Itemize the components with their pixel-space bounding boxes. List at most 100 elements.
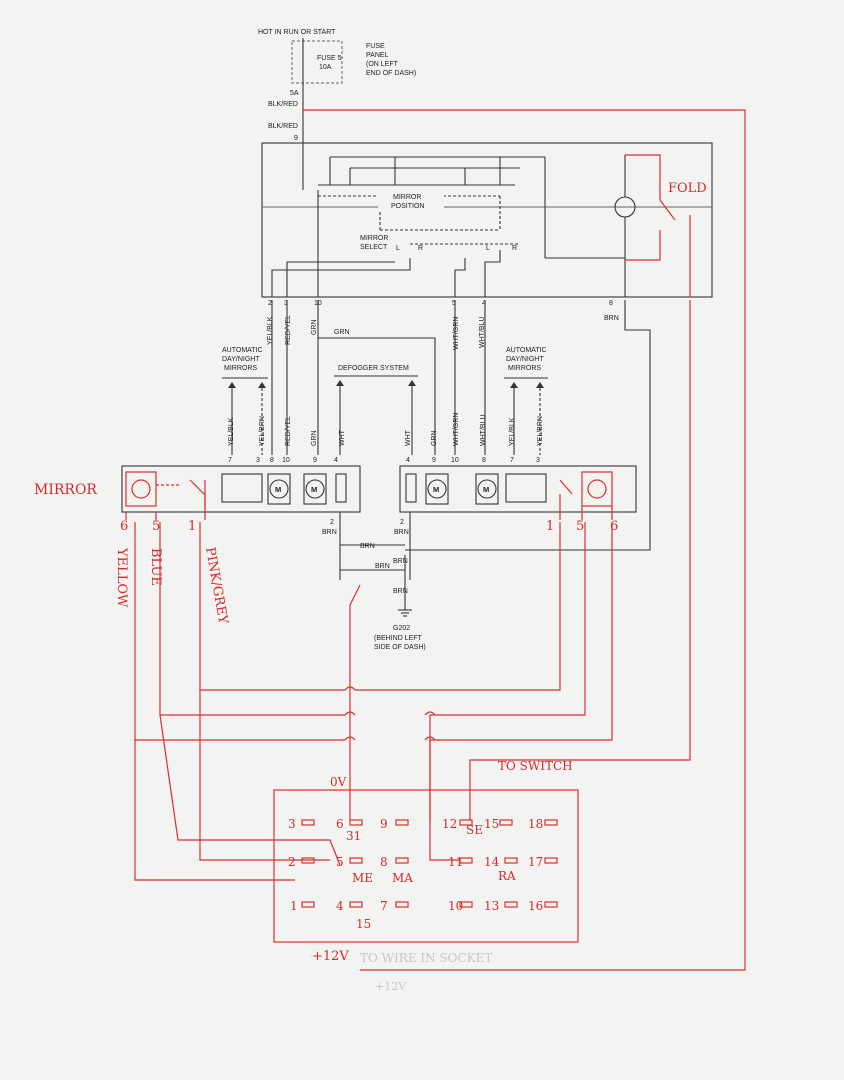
conn-10: 10 xyxy=(448,899,463,913)
rm-ground-pin: 2 xyxy=(400,519,404,526)
lm-pin-10: 10 xyxy=(282,457,290,464)
hw-yellow: YELLOW xyxy=(114,547,129,608)
connector-row-1: 3 6 9 12 15 18 xyxy=(288,817,543,831)
conn-17: 17 xyxy=(528,855,543,869)
rm-pin-4: 4 xyxy=(406,457,410,464)
tag-ma: MA xyxy=(392,871,413,885)
rm-pin-9: 9 xyxy=(432,457,436,464)
hw-right-pin-5: 5 xyxy=(576,519,584,534)
rm-wire-whtblu: WHT/BLU xyxy=(480,415,487,447)
rm-fold-box xyxy=(581,471,613,507)
ground-loc-1: (BEHIND LEFT xyxy=(374,635,423,642)
left-mirror-housing xyxy=(121,465,361,513)
hot-label: HOT IN RUN OR START xyxy=(258,29,336,36)
conn-18: 18 xyxy=(528,817,543,831)
hw-left-pin-1: 1 xyxy=(188,519,196,534)
wire-yelblk: YEL/BLK xyxy=(267,316,274,345)
conn-9: 9 xyxy=(380,817,388,831)
defogger: DEFOGGER SYSTEM xyxy=(334,365,418,455)
mirror-position-2: POSITION xyxy=(391,203,424,210)
lm-motor-2-label: M xyxy=(311,485,317,494)
pin-9: 9 xyxy=(294,135,298,142)
lm-pin-3: 3 xyxy=(256,457,260,464)
rm-dimmer-module xyxy=(505,473,547,503)
lm-wire-wht: WHT xyxy=(339,429,346,446)
handwritten-wiring: MIRROR 6 5 1 1 5 6 YELLOW BLUE PINK/GREY… xyxy=(34,109,746,993)
connector-outline xyxy=(273,789,579,943)
auto-dimming-right: AUTOMATIC DAY/NIGHT MIRRORS xyxy=(504,347,548,455)
lm-motor-1-icon xyxy=(269,479,289,499)
rm-pin-3: 3 xyxy=(536,457,540,464)
tag-15: 15 xyxy=(356,917,371,931)
rm-pin-10: 10 xyxy=(451,457,459,464)
connector-row-2: 2 5 8 11 14 17 xyxy=(288,855,543,869)
fuse-label: FUSE 5 xyxy=(317,55,342,62)
defogger-label: DEFOGGER SYSTEM xyxy=(338,365,409,372)
pos-r: R xyxy=(418,245,423,252)
gnd-brn-1: BRN xyxy=(360,543,375,550)
tag-me: ME xyxy=(352,871,373,885)
fuse-panel-4: END OF DASH) xyxy=(366,70,416,77)
conn-11: 11 xyxy=(448,855,463,869)
rm-heater xyxy=(405,473,417,503)
rm-motor-1-label: M xyxy=(433,485,439,494)
auto-dimming-left: AUTOMATIC DAY/NIGHT MIRRORS xyxy=(222,347,268,455)
connector-slots xyxy=(301,819,558,908)
lm-ground-wire: BRN xyxy=(322,529,337,536)
gnd-brn-4: BRN xyxy=(393,588,408,595)
ground-loc-2: SIDE OF DASH) xyxy=(374,644,426,651)
pos-l: L xyxy=(396,245,400,252)
mirror-switch: MIRROR POSITION MIRROR SELECT L R L R 2 … xyxy=(261,142,713,322)
conn-4: 4 xyxy=(336,899,344,913)
fuse-box xyxy=(291,40,343,84)
hw-right-pin-1: 1 xyxy=(546,519,554,534)
fold-switch: FOLD xyxy=(625,154,707,297)
tag-ra: RA xyxy=(498,869,516,883)
right-mirror-housing xyxy=(399,465,637,513)
ground-network: BRN BRN BRN BRN G202 (BEHIND LEFT SIDE O… xyxy=(340,543,426,651)
lm-wire-grn: GRN xyxy=(311,430,318,446)
rm-wire-whtgrn: WHT/GRN xyxy=(453,413,460,446)
hw-right-pin-6: 6 xyxy=(610,519,618,534)
hw-illegible: TO WIRE IN SOCKET xyxy=(360,951,492,965)
mirror-select-1: MIRROR xyxy=(360,235,388,242)
wire-grn: GRN xyxy=(311,319,318,335)
rm-motor-2-label: M xyxy=(483,485,489,494)
tag-se: SE xyxy=(466,823,483,837)
fuse-panel-2: PANEL xyxy=(366,52,389,59)
fuse-panel-3: (ON LEFT xyxy=(366,61,399,68)
auto-left-1: AUTOMATIC xyxy=(222,347,263,354)
pos-l2: L xyxy=(486,245,490,252)
rm-wire-yelblk: YEL/BLK xyxy=(509,417,516,446)
rm-wire-grn: GRN xyxy=(431,430,438,446)
wire-blkred-2: BLK/RED xyxy=(268,123,298,130)
pos-r2: R xyxy=(512,245,517,252)
fuse-amp: 10A xyxy=(319,64,332,71)
lm-pin-4: 4 xyxy=(334,457,338,464)
tag-31: 31 xyxy=(346,829,361,843)
fold-label: FOLD xyxy=(668,181,707,196)
wire-whtgrn: WHT/GRN xyxy=(453,317,460,350)
conn-1: 1 xyxy=(290,899,298,913)
ground-name: G202 xyxy=(393,625,410,632)
rm-motor-1-icon xyxy=(427,479,447,499)
hw-mirror: MIRROR xyxy=(34,482,97,498)
sw-pin-2: 2 xyxy=(268,300,272,307)
conn-13: 13 xyxy=(484,899,499,913)
auto-right-2: DAY/NIGHT xyxy=(506,356,544,363)
lm-fold-box xyxy=(125,471,157,507)
conn-7: 7 xyxy=(380,899,388,913)
rm-pin-8: 8 xyxy=(482,457,486,464)
auto-right-3: MIRRORS xyxy=(508,365,541,372)
conn-6: 6 xyxy=(336,817,344,831)
conn-12: 12 xyxy=(442,817,457,831)
left-mirror: YEL/BLK YEL/BRN RED/YEL GRN WHT 7 3 8 10… xyxy=(121,416,361,580)
conn-15: 15 xyxy=(484,817,499,831)
rm-wire-yelbrn: YEL/BRN xyxy=(537,416,544,446)
conn-8: 8 xyxy=(380,855,388,869)
lm-wire-yelblk: YEL/BLK xyxy=(228,417,235,446)
middle-wiring: GRN YEL/BLK RED/YEL GRN WHT/GRN WHT/BLU xyxy=(267,300,651,551)
